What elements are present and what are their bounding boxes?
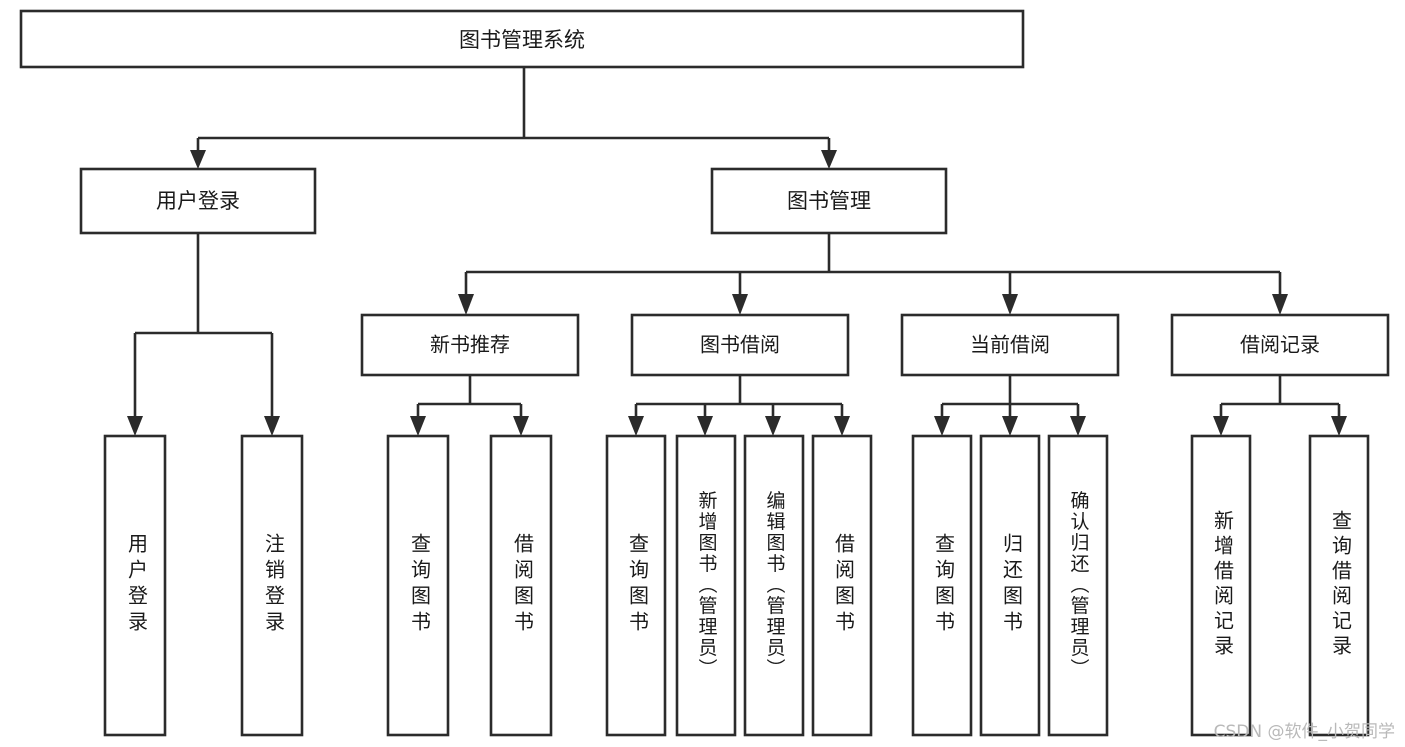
leaf-user-login-box[interactable] (103, 434, 167, 737)
arrow-head-leaf-borrow-book-2 (834, 416, 850, 436)
node-book-manage[interactable]: 图书管理 (710, 167, 948, 235)
leaf-add-book-label: 新增图书（管理员） (696, 490, 718, 679)
node-borrow-record-label: 借阅记录 (1240, 333, 1320, 357)
arrow-head-user-login (190, 150, 206, 169)
node-user-login-label: 用户登录 (156, 189, 240, 213)
leaf-add-record-box[interactable] (1190, 434, 1252, 737)
leaf-user-login-label: 用户登录 (125, 533, 149, 637)
node-root-box[interactable] (19, 9, 1025, 69)
node-user-login-box[interactable] (79, 167, 317, 235)
leaf-add-record[interactable]: 新增借阅记录 (1190, 434, 1252, 737)
arrow-head-new-book-rec (458, 294, 474, 315)
leaf-borrow-book-1-box[interactable] (489, 434, 553, 737)
leaf-edit-book[interactable]: 编辑图书（管理员） (743, 434, 805, 737)
leaf-query-book-1-box[interactable] (386, 434, 450, 737)
node-book-borrow[interactable]: 图书借阅 (630, 313, 850, 377)
leaf-return-book-box[interactable] (979, 434, 1041, 737)
leaf-query-book-1[interactable]: 查询图书 (386, 434, 450, 737)
leaf-borrow-book-1[interactable]: 借阅图书 (489, 434, 553, 737)
node-new-book-rec-label: 新书推荐 (430, 333, 510, 357)
node-current-borrow[interactable]: 当前借阅 (900, 313, 1120, 377)
leaf-query-book-2-box[interactable] (605, 434, 667, 737)
leaf-confirm-return-label: 确认归还（管理员） (1068, 490, 1090, 679)
arrow-head-leaf-return-book (1002, 416, 1018, 436)
leaf-logout[interactable]: 注销登录 (240, 434, 304, 737)
leaf-query-book-3[interactable]: 查询图书 (911, 434, 973, 737)
node-book-borrow-box[interactable] (630, 313, 850, 377)
arrow-head-leaf-edit-book (765, 416, 781, 436)
leaf-edit-book-label: 编辑图书（管理员） (764, 490, 786, 679)
arrow-head-leaf-confirm-return (1070, 416, 1086, 436)
node-root[interactable]: 图书管理系统 (19, 9, 1025, 69)
arrow-head-current-borrow (1002, 294, 1018, 315)
leaf-confirm-return[interactable]: 确认归还（管理员） (1047, 434, 1109, 737)
connector-layer (127, 67, 1347, 436)
arrow-head-leaf-query-book-2 (628, 416, 644, 436)
leaf-query-book-3-box[interactable] (911, 434, 973, 737)
leaf-add-book-box[interactable] (675, 434, 737, 737)
leaf-borrow-book-1-label: 借阅图书 (511, 533, 535, 637)
leaf-add-record-label: 新增借阅记录 (1211, 510, 1235, 660)
leaf-borrow-book-2[interactable]: 借阅图书 (811, 434, 873, 737)
node-new-book-rec[interactable]: 新书推荐 (360, 313, 580, 377)
leaf-query-record[interactable]: 查询借阅记录 (1308, 434, 1370, 737)
leaf-query-book-1-label: 查询图书 (408, 533, 432, 637)
arrow-head-leaf-query-book-1 (410, 416, 426, 436)
arrow-head-leaf-user-login (127, 416, 143, 436)
node-user-login[interactable]: 用户登录 (79, 167, 317, 235)
node-current-borrow-box[interactable] (900, 313, 1120, 377)
leaf-logout-box[interactable] (240, 434, 304, 737)
node-current-borrow-label: 当前借阅 (970, 333, 1050, 357)
leaf-edit-book-box[interactable] (743, 434, 805, 737)
leaf-borrow-book-2-box[interactable] (811, 434, 873, 737)
arrow-head-book-manage (821, 150, 837, 169)
arrow-head-leaf-query-book-3 (934, 416, 950, 436)
leaf-return-book[interactable]: 归还图书 (979, 434, 1041, 737)
arrow-head-borrow-record (1272, 294, 1288, 315)
leaf-query-record-label: 查询借阅记录 (1329, 510, 1353, 660)
arrow-head-book-borrow (732, 294, 748, 315)
leaf-query-book-3-label: 查询图书 (932, 533, 956, 637)
arrow-head-leaf-logout (264, 416, 280, 436)
node-book-manage-label: 图书管理 (787, 189, 871, 213)
arrow-head-leaf-add-record (1213, 416, 1229, 436)
node-book-manage-box[interactable] (710, 167, 948, 235)
node-book-borrow-label: 图书借阅 (700, 333, 780, 357)
node-borrow-record-box[interactable] (1170, 313, 1390, 377)
leaf-query-book-2[interactable]: 查询图书 (605, 434, 667, 737)
arrow-head-leaf-add-book (697, 416, 713, 436)
leaf-query-record-box[interactable] (1308, 434, 1370, 737)
leaf-confirm-return-box[interactable] (1047, 434, 1109, 737)
node-root-label: 图书管理系统 (459, 28, 585, 52)
leaf-query-book-2-label: 查询图书 (626, 533, 650, 637)
node-new-book-rec-box[interactable] (360, 313, 580, 377)
leaf-return-book-label: 归还图书 (1000, 533, 1024, 637)
node-borrow-record[interactable]: 借阅记录 (1170, 313, 1390, 377)
leaf-add-book[interactable]: 新增图书（管理员） (675, 434, 737, 737)
leaf-borrow-book-2-label: 借阅图书 (832, 533, 856, 637)
arrow-head-leaf-borrow-book-1 (513, 416, 529, 436)
arrow-head-leaf-query-record (1331, 416, 1347, 436)
leaf-user-login[interactable]: 用户登录 (103, 434, 167, 737)
leaf-logout-label: 注销登录 (262, 533, 286, 637)
